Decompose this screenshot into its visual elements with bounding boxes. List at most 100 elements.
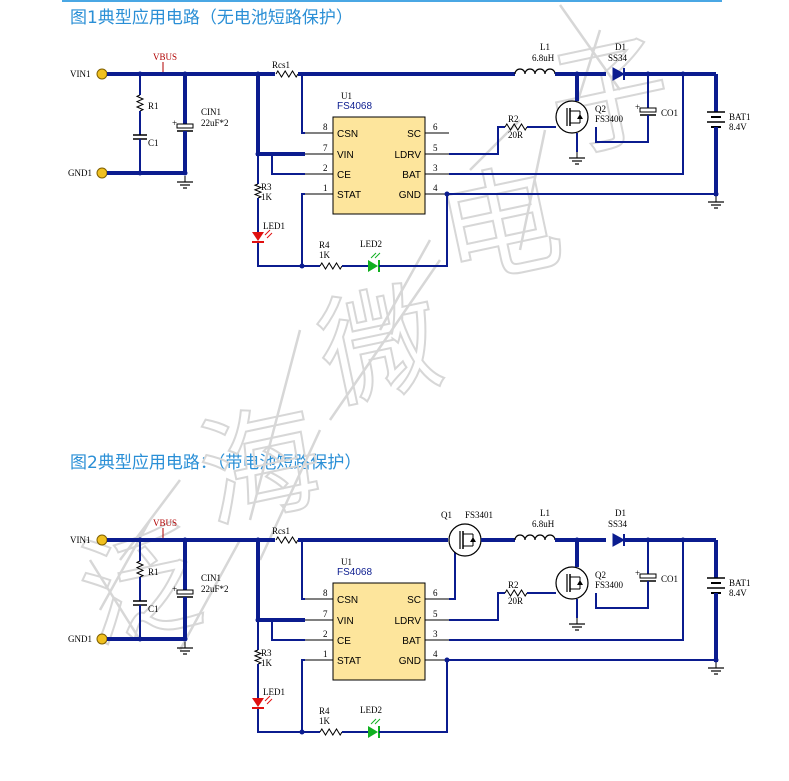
ic-designator: U1 — [341, 557, 352, 567]
pin-label-right: SC — [407, 129, 421, 140]
pin-label-left: STAT — [337, 656, 361, 667]
vin-label: VIN1 — [70, 69, 91, 79]
junction-dot — [444, 657, 450, 663]
vbus-label: VBUS — [153, 518, 177, 528]
led1-red — [252, 229, 273, 243]
r2-value-label: 20R — [508, 596, 523, 606]
mosfet-q2 — [555, 100, 589, 134]
cin-value-label: 22uF*2 — [201, 118, 229, 128]
vbus-label: VBUS — [153, 52, 177, 62]
pin-label-right: GND — [399, 656, 421, 667]
watermark-char: 微 — [308, 270, 453, 425]
resistor — [135, 560, 145, 578]
bat-ref-label: BAT1 — [729, 578, 751, 588]
r4-value-label: 1K — [319, 716, 331, 726]
resistor — [275, 70, 299, 78]
pin-label-right: GND — [399, 190, 421, 201]
q1-value-label: FS3401 — [465, 510, 493, 520]
pin-label-right: LDRV — [395, 150, 422, 161]
r4-ref-label: R4 — [319, 240, 330, 250]
ic-part-number: FS4068 — [337, 567, 372, 578]
junction-dot — [255, 71, 261, 77]
inductor — [514, 68, 556, 75]
co1-label: CO1 — [661, 574, 678, 584]
junction-dot — [255, 537, 261, 543]
junction-dot — [182, 537, 188, 543]
bat-ref-label: BAT1 — [729, 112, 751, 122]
watermark-char: 电 — [428, 150, 573, 305]
wire — [271, 620, 305, 641]
q1-ref-label: Q1 — [441, 510, 452, 520]
pin-label-left: VIN — [337, 150, 354, 161]
r3-value-label: 1K — [261, 192, 273, 202]
wire — [379, 660, 448, 733]
led1-label: LED1 — [263, 221, 285, 231]
ground-symbol — [177, 176, 193, 189]
pin-number: 4 — [433, 183, 438, 193]
cin-ref-label: CIN1 — [201, 573, 221, 583]
led2-label: LED2 — [360, 239, 382, 249]
junction-dot — [713, 191, 719, 197]
electrolytic-capacitor: + — [635, 568, 657, 582]
r1-label: R1 — [148, 567, 159, 577]
pin-label-left: CE — [337, 636, 351, 647]
ground-symbol — [177, 642, 193, 655]
plus-sign: + — [635, 568, 640, 578]
ground-symbol — [569, 152, 585, 165]
wire — [379, 194, 448, 267]
pin-number: 1 — [323, 183, 328, 193]
junction-dot — [137, 537, 143, 543]
bat-value-label: 8.4V — [729, 122, 747, 132]
diagram-title-2: 图2典型应用电路：（带电池短路保护） — [70, 453, 362, 473]
r2-ref-label: R2 — [508, 114, 519, 124]
q2-ref-label: Q2 — [595, 570, 606, 580]
wire — [256, 74, 305, 156]
wire — [271, 154, 305, 175]
junction-dot — [574, 537, 580, 543]
mosfet-q2 — [555, 566, 589, 600]
d1-ref-label: D1 — [615, 42, 626, 52]
pin-label-right: LDRV — [395, 616, 422, 627]
l1-value-label: 6.8uH — [532, 519, 555, 529]
connector-pad — [96, 534, 108, 546]
electrolytic-capacitor: + — [172, 118, 194, 132]
ic-body — [332, 116, 426, 215]
plus-sign: + — [172, 118, 177, 128]
resistor — [504, 123, 528, 131]
d1-ref-label: D1 — [615, 508, 626, 518]
junction-dot — [574, 71, 580, 77]
resistor — [135, 94, 145, 112]
ground-symbol — [569, 618, 585, 631]
r2-ref-label: R2 — [508, 580, 519, 590]
wire — [301, 659, 305, 732]
rcs-label: Rcs1 — [272, 60, 290, 70]
ic-designator: U1 — [341, 91, 352, 101]
pin-label-left: CSN — [337, 595, 358, 606]
resistor — [275, 536, 299, 544]
pin-label-right: BAT — [402, 636, 421, 647]
r2-value-label: 20R — [508, 130, 523, 140]
connector-pad — [96, 633, 108, 645]
junction-dot — [182, 636, 188, 642]
junction-dot — [680, 71, 686, 77]
r3-ref-label: R3 — [261, 182, 272, 192]
wire — [595, 115, 649, 143]
c1-label: C1 — [148, 604, 159, 614]
l1-value-label: 6.8uH — [532, 53, 555, 63]
pin-label-left: CSN — [337, 129, 358, 140]
capacitor — [133, 134, 147, 140]
led2-label: LED2 — [360, 705, 382, 715]
vin-label: VIN1 — [70, 535, 91, 545]
pin-number: 8 — [323, 588, 328, 598]
led2-green — [368, 252, 381, 272]
led1-label: LED1 — [263, 687, 285, 697]
junction-dot — [137, 170, 143, 176]
cin-value-label: 22uF*2 — [201, 584, 229, 594]
wire — [301, 540, 305, 600]
wire — [449, 592, 505, 621]
